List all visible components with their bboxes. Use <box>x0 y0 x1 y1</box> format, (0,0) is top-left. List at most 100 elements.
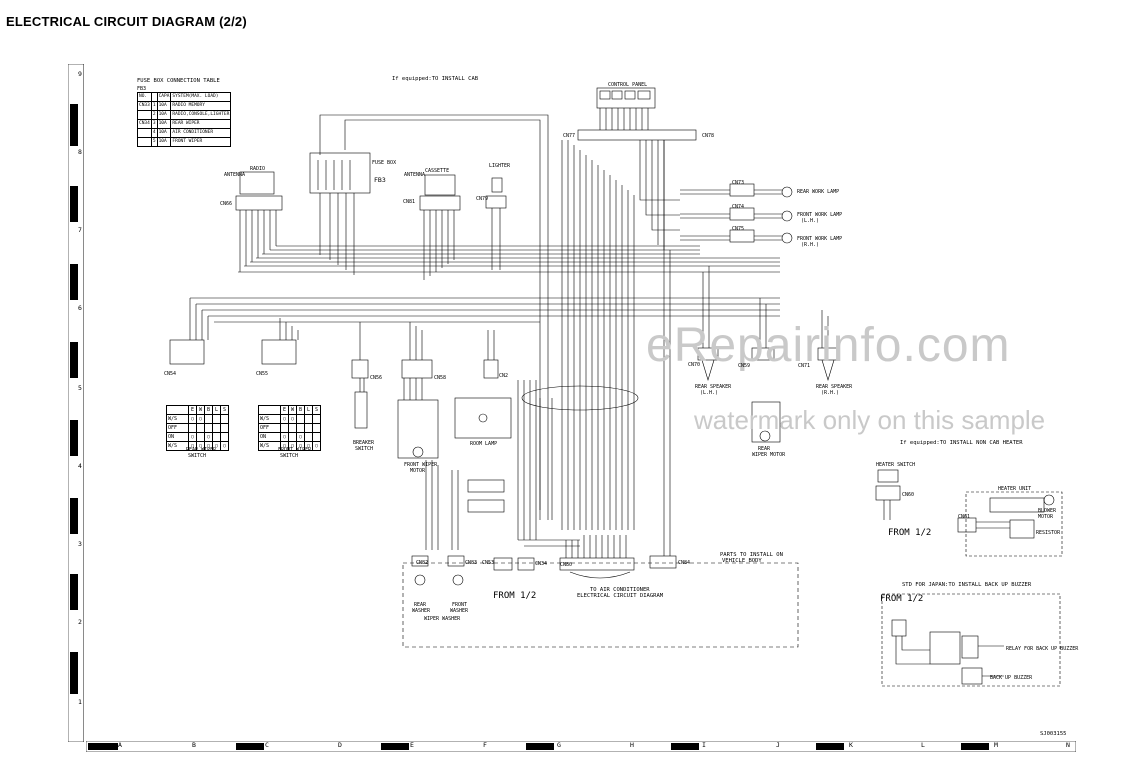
label-resistor: RESISTOR <box>1036 530 1061 536</box>
connector-cn2: CN2 <box>499 373 509 379</box>
label-breaker-switch-2: SWITCH <box>355 446 374 452</box>
connector-cn75: CN75 <box>732 226 745 232</box>
col-label-d: D <box>338 741 342 749</box>
label-radio: RADIO <box>250 166 266 172</box>
table-head: L <box>304 405 313 415</box>
col-label-n: N <box>1066 741 1070 749</box>
row-label-6: 6 <box>78 304 82 312</box>
label-breaker-switch-1: BREAKER <box>353 440 375 446</box>
label-rear-washer-1: REAR <box>414 602 427 608</box>
col-label-a: A <box>118 741 122 749</box>
note-from-3: FROM 1/2 <box>880 594 924 604</box>
label-front-work-lamp-lh: FRONT WORK LAMP <box>797 212 843 218</box>
bottom-ruler <box>86 741 1076 752</box>
rear-wiper-switch-table: E W B L S W/S○○ OFF ON○○ W/S○○○○○ <box>166 405 229 451</box>
table-head: W <box>288 405 297 415</box>
note-back-up: STD FOR JAPAN:TO INSTALL BACK UP BUZZER <box>902 582 1032 588</box>
label-front-washer-2: WASHER <box>450 608 469 614</box>
table-head: B <box>204 405 213 415</box>
label-rear-speaker-lh-2: (L.H.) <box>700 390 719 396</box>
row-label-5: 5 <box>78 384 82 392</box>
table-cell: 10A <box>156 110 172 120</box>
connector-cn54: CN54 <box>164 371 177 377</box>
connector-cn71: CN71 <box>798 363 811 369</box>
label-rear-speaker-rh-1: REAR SPEAKER <box>816 384 853 390</box>
table-cell: 10A <box>156 137 172 147</box>
connector-cn61: CN61 <box>958 514 971 520</box>
table-cell: W/S <box>258 441 281 451</box>
label-antenna-2: ANTENNA <box>404 172 426 178</box>
table-row: CN34 3 10A REAR WIPER <box>137 119 232 129</box>
label-rear-wiper-motor-1: REAR <box>758 446 771 452</box>
label-wiper-washer: WIPER WASHER <box>424 616 461 622</box>
connector-cn77: CN77 <box>563 133 576 139</box>
table-cell: OFF <box>166 423 189 433</box>
connector-cn58: CN58 <box>434 375 447 381</box>
row-label-3: 3 <box>78 540 82 548</box>
table-row: NO. CAPA SYSTEM(MAX. LOAD) <box>137 92 232 102</box>
table-head: L <box>212 405 221 415</box>
col-label-f: F <box>483 741 487 749</box>
table-head: E <box>188 405 197 415</box>
table-head: SYSTEM(MAX. LOAD) <box>170 92 232 102</box>
table-head: S <box>312 405 321 415</box>
table-row: OFF <box>166 423 229 433</box>
note-air-cond-2: ELECTRICAL CIRCUIT DIAGRAM <box>577 593 664 599</box>
table-head: CAPA <box>156 92 172 102</box>
table-cell: REAR WIPER <box>170 119 232 129</box>
label-front-wiper-motor-2: MOTOR <box>410 468 426 474</box>
row-label-7: 7 <box>78 226 82 234</box>
label-relay-back-up: RELAY FOR BACK UP BUZZER <box>1006 646 1079 652</box>
row-label-1: 1 <box>78 698 82 706</box>
label-fuse-box: FUSE BOX <box>372 160 397 166</box>
label-rear-wiper-switch-2: SWITCH <box>188 453 207 459</box>
connector-cn78: CN78 <box>702 133 715 139</box>
front-wiper-switch-table: E W B L S W/S○○ OFF ON○○ W/S○○○○○ <box>258 405 321 451</box>
table-row: OFF <box>258 423 321 433</box>
label-rear-wiper-motor-2: WIPER MOTOR <box>752 452 786 458</box>
connector-cn60: CN60 <box>902 492 915 498</box>
table-head <box>258 405 281 415</box>
table-head: E <box>280 405 289 415</box>
label-front-work-lamp-rh-2: (R.H.) <box>801 242 820 248</box>
fuse-table-box: FB3 <box>137 86 147 92</box>
table-row: E W B L S <box>258 405 321 415</box>
table-row: W/S○○ <box>258 414 321 424</box>
connector-cn80: CN80 <box>560 562 573 568</box>
label-lighter: LIGHTER <box>489 163 511 169</box>
table-row: W/S○○ <box>166 414 229 424</box>
label-antenna-1: ANTENNA <box>224 172 246 178</box>
row-label-9: 9 <box>78 70 82 78</box>
col-label-i: I <box>702 741 706 749</box>
row-label-8: 8 <box>78 148 82 156</box>
col-label-h: H <box>630 741 634 749</box>
left-ruler <box>68 64 84 742</box>
table-head: NO. <box>137 92 152 102</box>
connector-cn82: CN82 <box>416 560 429 566</box>
drawing-code: SJ003155 <box>1040 731 1067 737</box>
table-head: W <box>196 405 205 415</box>
label-blower-motor-2: MOTOR <box>1038 514 1054 520</box>
row-label-2: 2 <box>78 618 82 626</box>
note-from-2: FROM 1/2 <box>888 528 932 538</box>
table-row: ON○○ <box>258 432 321 442</box>
table-row: W/S○○○○○ <box>258 441 321 451</box>
table-row: ON○○ <box>166 432 229 442</box>
table-cell: FRONT WIPER <box>170 137 232 147</box>
table-cell: W/S <box>258 414 281 424</box>
note-non-cab-heater: If equipped:TO INSTALL NON CAB HEATER <box>900 440 1023 446</box>
connector-cn70: CN70 <box>688 362 701 368</box>
label-heater-switch: HEATER SWITCH <box>876 462 916 468</box>
connector-cn73: CN73 <box>732 180 745 186</box>
note-parts-body-2: VEHICLE BODY <box>722 558 762 564</box>
table-cell: 10A <box>156 101 172 111</box>
connector-cn83: CN83 <box>465 560 478 566</box>
table-row: 2 10A RADIO,CONSOLE,LIGHTER <box>137 110 232 120</box>
col-label-j: J <box>776 741 780 749</box>
table-row: 4 10A AIR CONDITIONER <box>137 128 232 138</box>
label-rear-speaker-lh-1: REAR SPEAKER <box>695 384 732 390</box>
table-cell <box>137 128 152 138</box>
watermark-line-1: eRepairinfo.com <box>646 319 1011 372</box>
col-label-e: E <box>410 741 414 749</box>
